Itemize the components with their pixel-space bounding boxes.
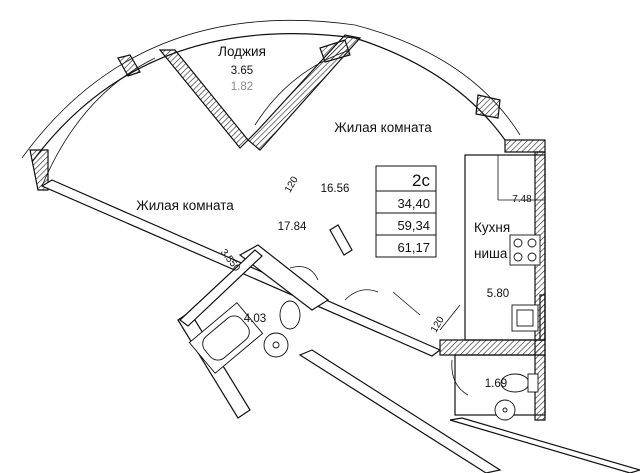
- living-room-left-area: 17.84: [278, 221, 307, 233]
- living-room-right-label: Жилая комната: [334, 120, 432, 135]
- kitchen-label-line2: ниша: [474, 246, 508, 261]
- loggia-area: 3.65: [231, 65, 253, 77]
- kitchen-area: 5.80: [487, 288, 509, 300]
- outer-arc-wall: [21, 19, 521, 187]
- loggia-area-secondary: 1.82: [231, 81, 253, 93]
- interior-walls: [40, 179, 640, 473]
- doors: [289, 266, 469, 396]
- area-living: 34,40: [397, 196, 430, 211]
- area-total: 59,34: [397, 218, 430, 233]
- door-width-dimension-1: 120: [283, 174, 301, 194]
- area-with-loggia: 61,17: [397, 240, 430, 255]
- bathroom-fixtures: [188, 300, 301, 374]
- apartment-type: 2с: [412, 171, 430, 190]
- loggia-label: Лоджия: [218, 44, 266, 59]
- area-summary-box: 2с 34,40 59,34 61,17: [375, 165, 437, 258]
- living-room-left-label: Жилая комната: [136, 198, 234, 213]
- kitchen-niche-outline: [464, 154, 546, 341]
- wc-area: 1.69: [485, 378, 507, 390]
- living-room-right-area: 16.56: [321, 183, 350, 195]
- kitchen-label-line1: Кухня: [474, 220, 510, 235]
- bathroom-area: 4.03: [244, 313, 266, 325]
- door-width-dimension-2: 120: [429, 314, 447, 334]
- corridor-area: 7.48: [512, 194, 532, 205]
- wc-fixtures: [454, 354, 546, 421]
- load-bearing-walls: [29, 34, 546, 421]
